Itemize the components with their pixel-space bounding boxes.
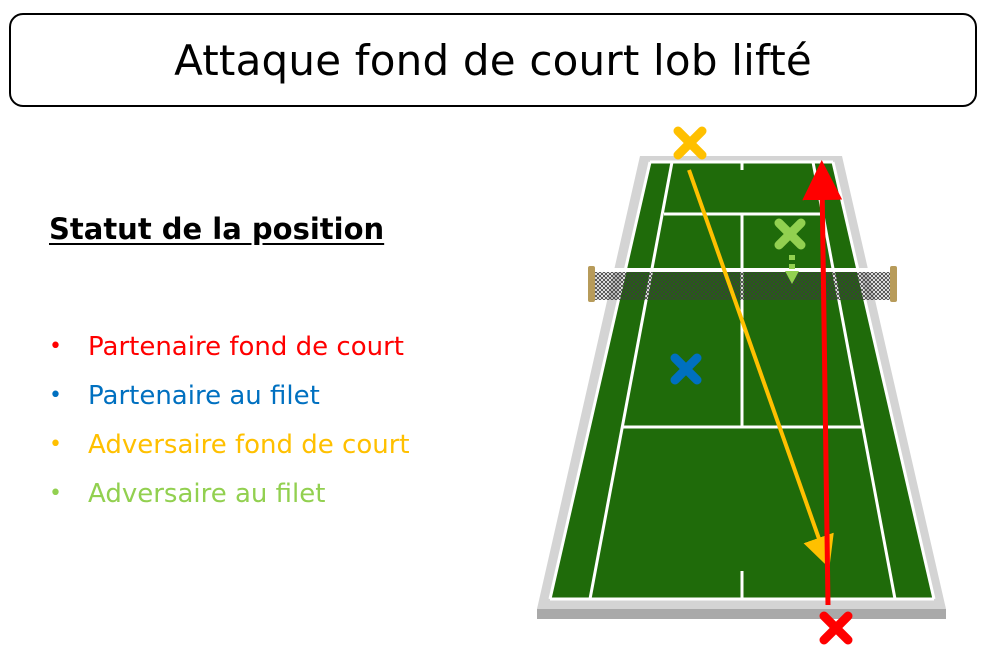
bullet-icon: • [49,383,62,408]
partner-back-cross-icon [819,611,853,645]
legend-item-adversaire-fond: • Adversaire fond de court [49,420,410,469]
bullet-icon: • [49,432,62,457]
partner-net-cross-icon [670,353,702,385]
legend-label: Adversaire au filet [88,478,326,509]
legend-list: • Partenaire fond de court • Partenaire … [49,322,410,518]
partner-trajectory-arrow [802,160,843,606]
opponent-net-move-arrow [785,255,799,284]
legend-label: Partenaire fond de court [88,331,404,362]
legend-heading: Statut de la position [49,212,385,246]
bullet-icon: • [49,481,62,506]
legend-item-partenaire-fond: • Partenaire fond de court [49,322,410,371]
lob-trajectory-arrow [687,169,834,569]
legend-label: Partenaire au filet [88,380,320,411]
legend-item-adversaire-filet: • Adversaire au filet [49,469,410,518]
page-title: Attaque fond de court lob lifté [174,35,812,85]
tennis-net [588,266,897,302]
opponent-back-cross-icon [673,126,707,160]
opponent-net-cross-icon [774,218,806,250]
legend-item-partenaire-filet: • Partenaire au filet [49,371,410,420]
title-box: Attaque fond de court lob lifté [9,13,977,107]
bullet-icon: • [49,334,62,359]
court-lines [548,160,936,601]
legend-label: Adversaire fond de court [88,429,410,460]
